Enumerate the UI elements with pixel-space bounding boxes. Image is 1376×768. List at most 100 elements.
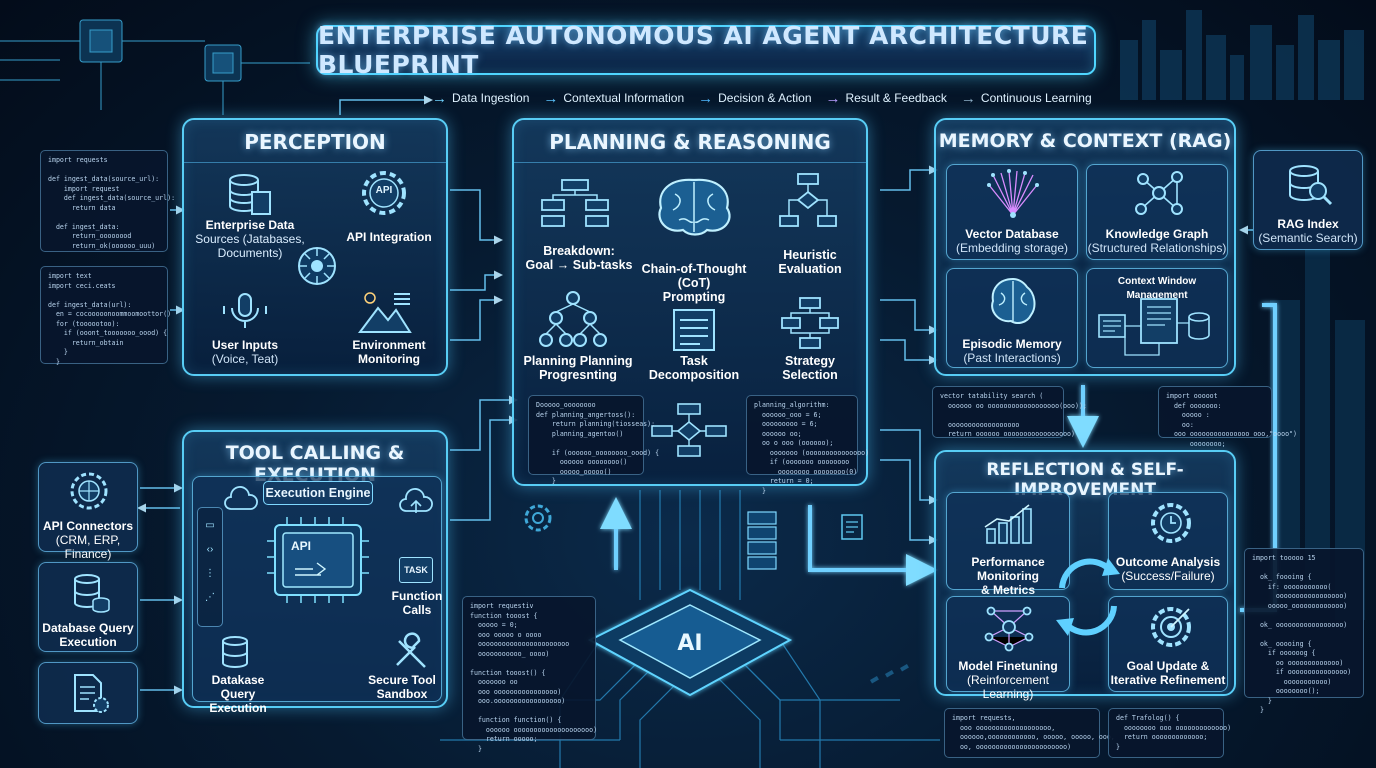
finetuning-label: Model Finetuning (Reinforcement Learning… bbox=[958, 659, 1058, 701]
database-icon bbox=[222, 636, 248, 668]
target-gear-icon bbox=[1151, 607, 1191, 647]
diagram-title: ENTERPRISE AUTONOMOUS AI AGENT ARCHITECT… bbox=[316, 21, 1096, 79]
code-snippet-reflection-2: def Trafolog() { oooooooo ooo oooooooooo… bbox=[1108, 708, 1231, 758]
database-document-icon bbox=[229, 174, 271, 215]
microphone-icon bbox=[223, 293, 267, 328]
api-gear-icon bbox=[362, 171, 406, 215]
enterprise-data-label: Enterprise Data Sources (Jatabases, Docu… bbox=[195, 218, 305, 260]
database-search-icon bbox=[1289, 165, 1333, 206]
legend-item-decision: → Decision & Action bbox=[698, 89, 812, 107]
flow-legend: → Data Ingestion → Contextual Informatio… bbox=[432, 88, 1100, 108]
database-query-label: Database Query Execution bbox=[42, 621, 134, 649]
arrow-right-icon: → bbox=[543, 89, 559, 107]
hierarchy-icon bbox=[539, 291, 607, 347]
legend-item-result: → Result & Feedback bbox=[825, 89, 947, 107]
execution-engine-area: Execution Engine ▭‹›⋮⋰ API TASK Function… bbox=[192, 476, 442, 715]
code-snippet-planning-1: Dooooo_oooooooo def planning_angertoss()… bbox=[528, 395, 659, 485]
globe-gear-icon bbox=[70, 472, 108, 510]
engine-sidebar: ▭‹›⋮⋰ bbox=[197, 507, 223, 627]
document-settings-card bbox=[38, 662, 138, 724]
refresh-cycle-icon bbox=[1056, 558, 1120, 636]
environment-mountain-icon bbox=[358, 292, 412, 333]
knowledge-graph-icon bbox=[1135, 171, 1183, 215]
vector-db-card: Vector Database (Embedding storage) bbox=[946, 164, 1078, 260]
goal-update-card: Goal Update & Iterative Refinement bbox=[1108, 596, 1228, 692]
knowledge-graph-label: Knowledge Graph (Structured Relationship… bbox=[1087, 227, 1227, 255]
tool-calling-panel: TOOL CALLING & EXECUTION Execution Engin… bbox=[182, 430, 448, 715]
episodic-memory-card: Episodic Memory (Past Interactions) bbox=[946, 268, 1078, 368]
context-window-icon bbox=[1098, 298, 1210, 356]
code-snippet-reflection-1: import requests, ooo ooooooooooooooooooo… bbox=[944, 708, 1115, 758]
task-badge: TASK bbox=[399, 557, 433, 583]
cloud-upload-icon bbox=[399, 488, 433, 513]
api-connectors-card: API Connectors (CRM, ERP, Finance) bbox=[38, 462, 138, 561]
brain-memory-icon bbox=[991, 277, 1036, 324]
environment-monitoring-label: Environment Monitoring bbox=[352, 338, 426, 366]
cot-label: Chain-of-Thought (CoT) Prompting bbox=[641, 262, 747, 304]
planning-title: PLANNING & REASONING bbox=[514, 130, 866, 163]
code-snippet-ingest-1: import requests def ingest_data(source_u… bbox=[40, 150, 175, 252]
planning-progress-label: Planning Planning Progresnting bbox=[523, 354, 633, 382]
title-text: ENTERPRISE AUTONOMOUS AI AGENT ARCHITECT… bbox=[318, 21, 1089, 79]
goal-update-label: Goal Update & Iterative Refinement bbox=[1110, 659, 1226, 687]
code-snippet-planning-2: planning_algorithm: oooooo_ooo = 6; oooo… bbox=[746, 395, 869, 495]
reflection-panel: REFLECTION & SELF-IMPROVEMENT Performanc… bbox=[934, 450, 1236, 701]
document-gear-icon bbox=[74, 674, 109, 713]
context-window-label: Context Window Management bbox=[1117, 276, 1197, 301]
strategy-tree-icon bbox=[781, 297, 839, 349]
arrow-right-icon: → bbox=[960, 89, 976, 107]
arrow-right-icon: → bbox=[825, 89, 841, 107]
heuristic-label: Heuristic Evaluation bbox=[778, 248, 842, 276]
performance-card: Performance Monitoring & Metrics bbox=[946, 492, 1070, 597]
planning-panel: PLANNING & REASONING Breakdown: Goal → S… bbox=[512, 118, 869, 495]
code-snippet-right: import tooooo 15 ok_ foooing { if: ooooo… bbox=[1244, 548, 1364, 714]
performance-label: Performance Monitoring & Metrics bbox=[971, 555, 1045, 597]
database-icon bbox=[74, 574, 110, 613]
cloud-icon bbox=[224, 486, 258, 510]
vector-db-label: Vector Database (Embedding storage) bbox=[955, 227, 1069, 255]
ai-chip-label: AI bbox=[677, 631, 702, 656]
perception-panel: PERCEPTION Enterprise Data Sources (Jata… bbox=[182, 118, 448, 376]
execution-engine-label: Execution Engine bbox=[263, 481, 373, 505]
code-snippet-center: import requestiv function tooost { ooooo… bbox=[462, 596, 597, 753]
api-processor-icon bbox=[267, 517, 369, 603]
tool-db-query-label: Datakase Query Execution bbox=[209, 673, 267, 715]
code-snippet-vector: vector tatability search ( oooooo oo ooo… bbox=[932, 386, 1087, 438]
brain-icon bbox=[658, 178, 731, 236]
legend-item-contextual: → Contextual Information bbox=[543, 89, 685, 107]
neural-network-icon bbox=[984, 606, 1034, 652]
tool-api-badge: API bbox=[291, 539, 312, 553]
clock-gear-icon bbox=[1151, 503, 1191, 543]
sub-flowchart-icon bbox=[651, 403, 727, 457]
api-integration-label: API Integration bbox=[346, 230, 432, 244]
task-list-icon bbox=[673, 309, 715, 351]
breakdown-label: Breakdown: Goal → Sub-tasks bbox=[525, 244, 633, 272]
user-inputs-label: User Inputs (Voice, Teat) bbox=[211, 338, 279, 366]
memory-title: MEMORY & CONTEXT (RAG) bbox=[938, 130, 1232, 152]
bar-chart-icon bbox=[984, 504, 1032, 544]
knowledge-graph-card: Knowledge Graph (Structured Relationship… bbox=[1086, 164, 1228, 260]
api-connectors-label: API Connectors (CRM, ERP, Finance) bbox=[42, 519, 133, 561]
strategy-selection-label: Strategy Selection bbox=[782, 354, 838, 382]
flowchart-icon bbox=[541, 179, 609, 227]
decision-tree-icon bbox=[779, 173, 837, 227]
arrow-right-icon: → bbox=[432, 89, 447, 107]
rag-index-card: RAG Index (Semantic Search) bbox=[1253, 150, 1363, 250]
task-decomposition-label: Task Decomposition bbox=[648, 354, 740, 382]
neural-hub-icon bbox=[298, 247, 336, 285]
legend-item-data-ingestion: → Data Ingestion bbox=[432, 89, 530, 107]
api-badge: API bbox=[375, 185, 393, 196]
outcome-card: Outcome Analysis (Success/Failure) bbox=[1108, 492, 1228, 590]
secure-sandbox-label: Secure Tool Sandbox bbox=[368, 673, 436, 701]
arrow-right-icon: → bbox=[698, 89, 714, 107]
function-calls-label: Function Calls bbox=[391, 589, 443, 617]
database-query-card: Database Query Execution bbox=[38, 562, 138, 652]
context-window-card: Context Window Management bbox=[1086, 268, 1228, 368]
perception-title: PERCEPTION bbox=[184, 130, 446, 163]
legend-item-learning: → Continuous Learning bbox=[960, 89, 1092, 107]
code-snippet-ingest-2: import text import ceci.ceats def ingest… bbox=[40, 266, 171, 366]
code-snippet-memory: import ooooot def ooooooo: ooooo : oo: o… bbox=[1158, 386, 1297, 448]
wrench-screwdriver-icon bbox=[396, 632, 426, 668]
memory-panel: MEMORY & CONTEXT (RAG) Vector Database (… bbox=[934, 118, 1236, 376]
